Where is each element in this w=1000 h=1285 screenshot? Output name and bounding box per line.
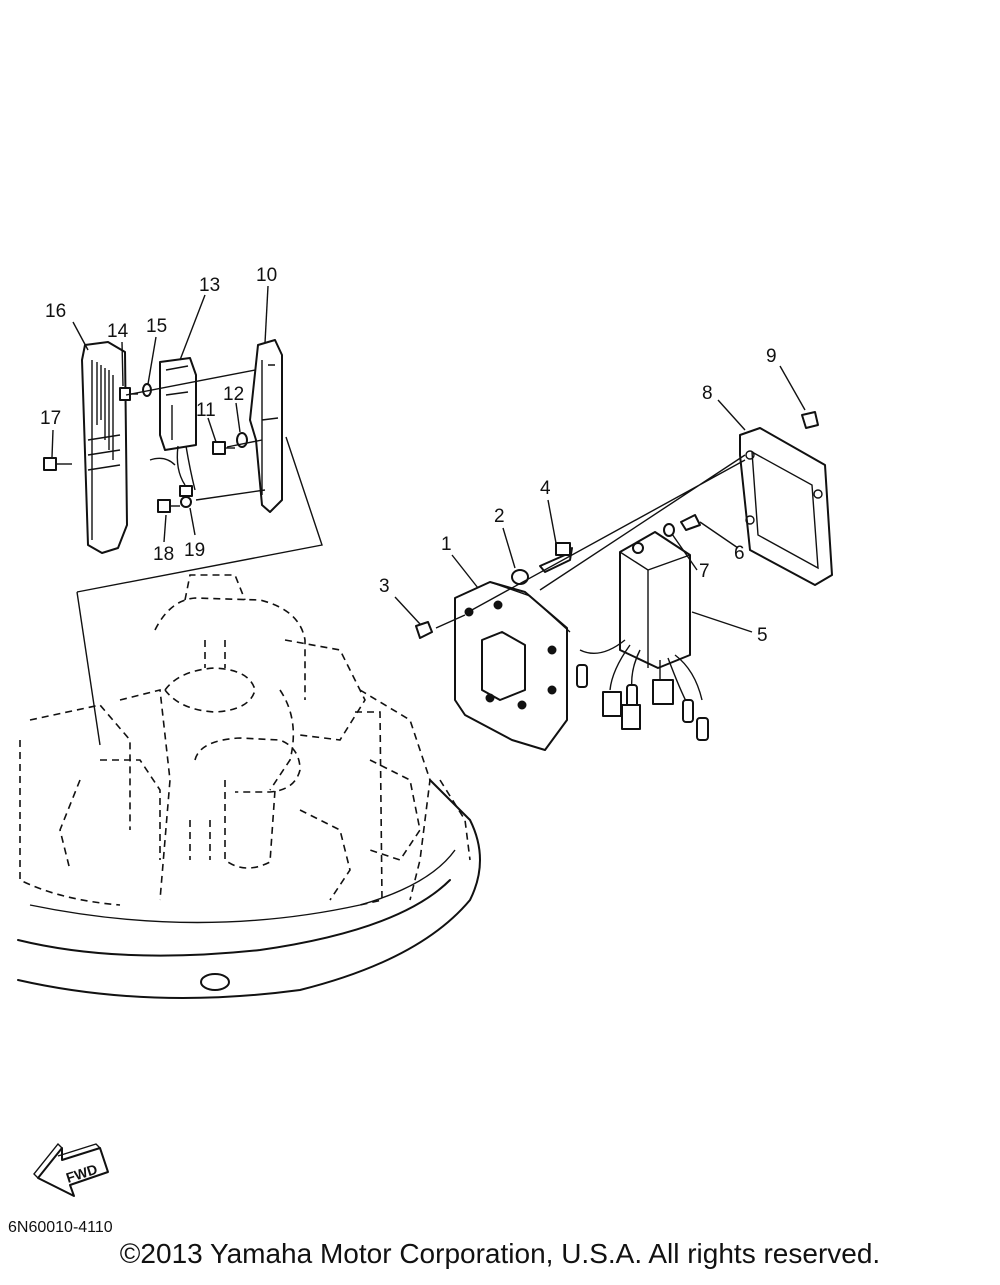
callout-13: 13	[199, 275, 220, 296]
callout-15: 15	[146, 316, 167, 337]
callout-11: 11	[196, 400, 216, 421]
rectifier-part-13	[149, 357, 197, 497]
callout-18: 18	[153, 544, 174, 565]
callout-numbers: 1 2 3 4 5 6 7 8 9 10 11 12 13 14 15 16 1…	[40, 265, 777, 646]
callout-17: 17	[40, 408, 61, 429]
callout-8: 8	[702, 383, 713, 404]
copyright-notice: ©2013 Yamaha Motor Corporation, U.S.A. A…	[119, 1238, 881, 1269]
group-bracket-lines	[76, 436, 323, 746]
callout-10: 10	[256, 265, 277, 286]
callout-19: 19	[184, 540, 205, 561]
cover-part-16	[81, 341, 128, 554]
callout-6: 6	[734, 543, 745, 564]
callout-5: 5	[757, 625, 768, 646]
forward-direction-arrow-icon: FWD	[33, 1142, 109, 1197]
callout-7: 7	[699, 561, 710, 582]
callout-16: 16	[45, 301, 66, 322]
callout-2: 2	[494, 506, 505, 527]
callout-9: 9	[766, 346, 777, 367]
callout-12: 12	[223, 384, 244, 405]
callout-1: 1	[441, 534, 452, 555]
plate-part-1	[454, 581, 571, 751]
screws-and-washers	[415, 411, 819, 639]
leader-lines	[51, 285, 806, 633]
engine-block-drawing	[17, 574, 481, 999]
callout-4: 4	[540, 478, 551, 499]
cdi-unit-part-5	[576, 531, 709, 741]
small-hardware	[43, 369, 266, 513]
callout-14: 14	[107, 321, 129, 342]
callout-3: 3	[379, 576, 390, 597]
drawing-code: 6N60010-4110	[8, 1219, 113, 1236]
bracket-part-10	[249, 339, 283, 513]
cover-part-8	[739, 427, 833, 586]
